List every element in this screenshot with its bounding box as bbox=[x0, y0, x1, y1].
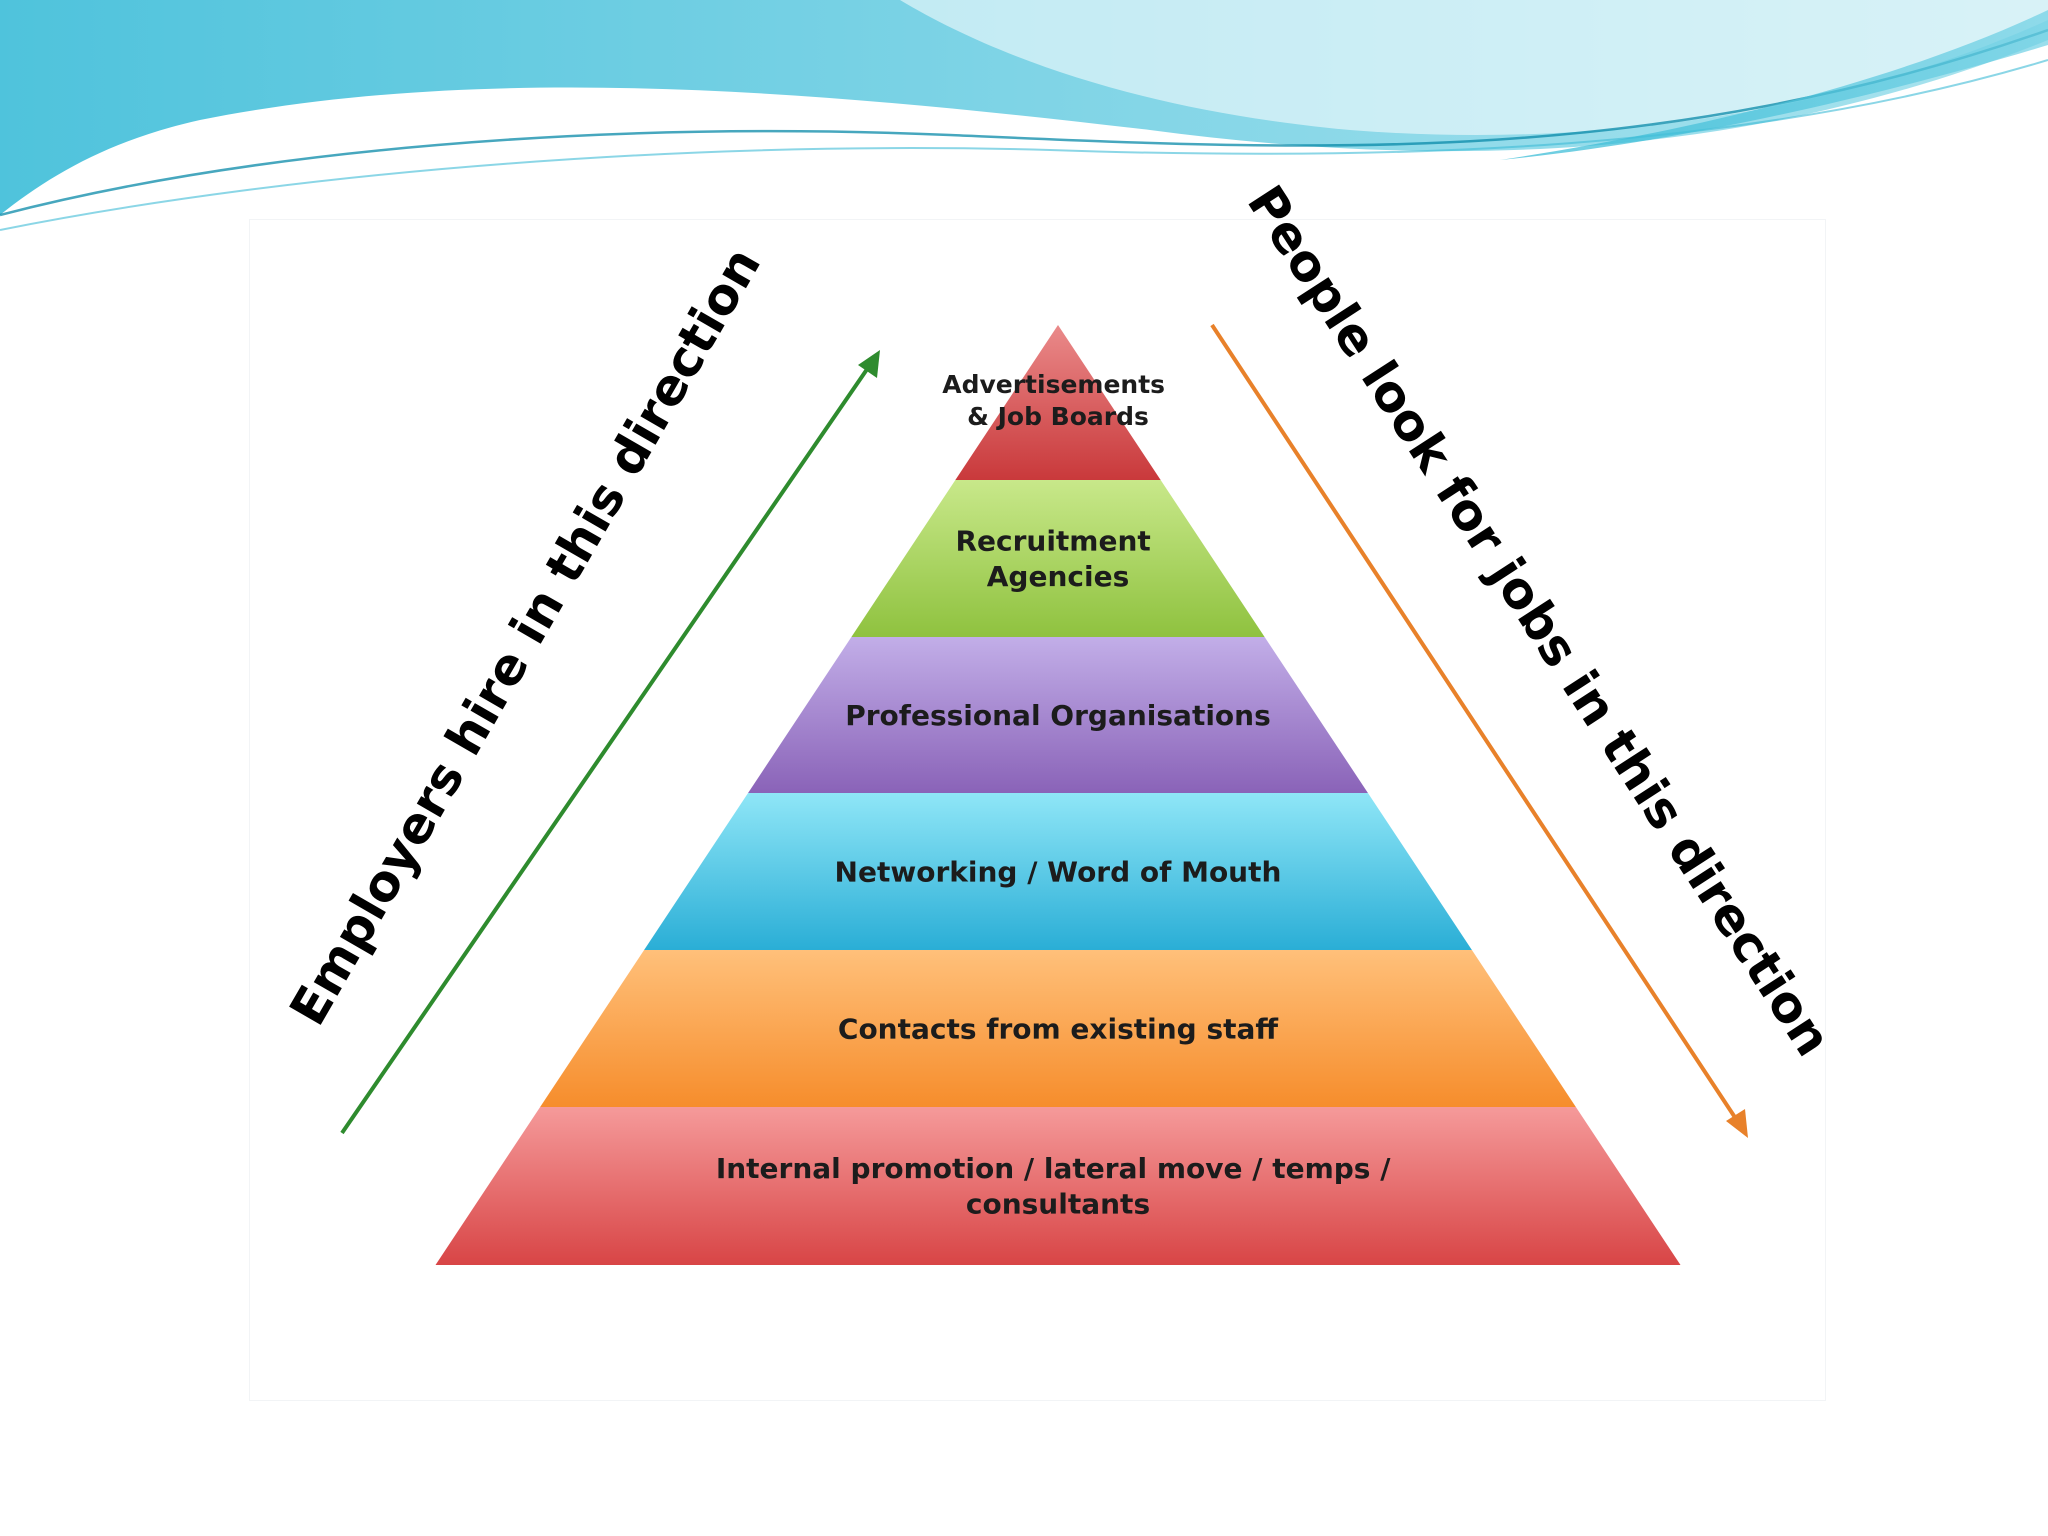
tier-label-line: Contacts from existing staff bbox=[838, 1012, 1279, 1045]
tier-label-line: Professional Organisations bbox=[845, 699, 1271, 732]
employers-hire-arrow bbox=[340, 350, 880, 1135]
pyramid-tier-4: Networking / Word of Mouth bbox=[644, 793, 1472, 950]
tier-shape bbox=[644, 793, 1472, 950]
pyramid-tiers: Advertisements & Job Boards Recruitment … bbox=[435, 325, 1681, 1265]
up-arrow-icon bbox=[340, 360, 874, 1135]
tier-label-line: consultants bbox=[966, 1188, 1150, 1221]
tier-label-line: Recruitment bbox=[955, 524, 1150, 557]
tier-shape bbox=[955, 325, 1161, 480]
pyramid-tier-5: Contacts from existing staff bbox=[540, 950, 1576, 1107]
pyramid-tier-6: Internal promotion / lateral move / temp… bbox=[435, 1107, 1681, 1265]
tier-label: Advertisements & Job Boards bbox=[942, 370, 1174, 431]
arrowhead-icon bbox=[1726, 1109, 1748, 1138]
tier-shape bbox=[435, 1107, 1681, 1265]
arrowhead-icon bbox=[858, 350, 880, 378]
tier-shape bbox=[851, 480, 1265, 637]
people-look-arrow bbox=[1210, 323, 1748, 1138]
tier-label-line: Internal promotion / lateral move / temp… bbox=[716, 1152, 1391, 1185]
pyramid-tier-1: Advertisements & Job Boards bbox=[942, 325, 1174, 480]
down-arrow-icon bbox=[1210, 323, 1742, 1127]
tier-label-line: Advertisements bbox=[942, 370, 1165, 399]
tier-label: Internal promotion / lateral move / temp… bbox=[716, 1152, 1400, 1221]
tier-label-line: & Job Boards bbox=[967, 402, 1149, 431]
pyramid-tier-3: Professional Organisations bbox=[748, 637, 1368, 793]
tier-shape bbox=[748, 637, 1368, 793]
tier-label: Networking / Word of Mouth bbox=[835, 855, 1282, 888]
header-wave-decoration bbox=[0, 0, 2048, 231]
tier-label: Recruitment Agencies bbox=[955, 524, 1160, 593]
tier-label: Professional Organisations bbox=[845, 699, 1271, 732]
pyramid-tier-2: Recruitment Agencies bbox=[851, 480, 1265, 637]
tier-shape bbox=[540, 950, 1576, 1107]
tier-label: Contacts from existing staff bbox=[838, 1012, 1279, 1045]
tier-label-line: Networking / Word of Mouth bbox=[835, 855, 1282, 888]
tier-label-line: Agencies bbox=[987, 560, 1130, 593]
